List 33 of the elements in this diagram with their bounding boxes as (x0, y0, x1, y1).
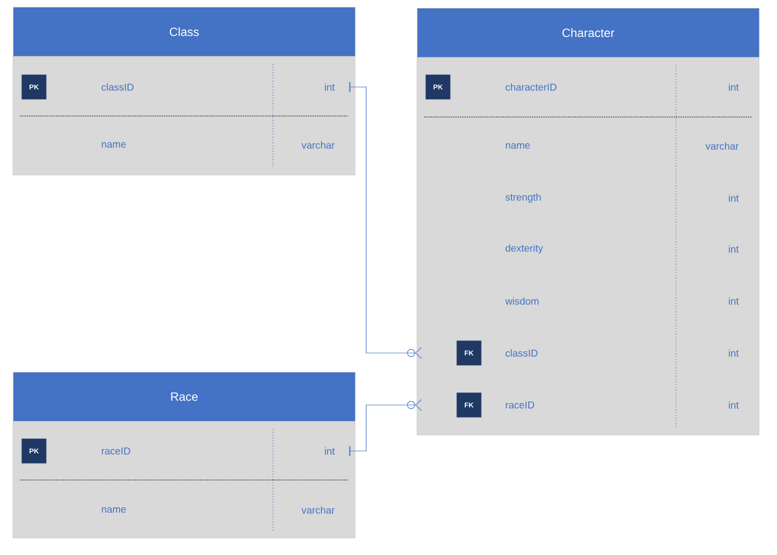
relationship-line (349, 82, 422, 359)
column-name: strength (505, 193, 541, 203)
column-type: int (728, 194, 739, 202)
relationship-line (349, 399, 422, 456)
column-name: raceID (506, 402, 534, 408)
node-label: Race (171, 392, 198, 401)
column-name: name (102, 142, 126, 148)
node-text: name varchar (506, 142, 739, 150)
column-type: varchar (706, 142, 739, 150)
column-name: wisdom (505, 297, 538, 305)
column-type: varchar (302, 506, 335, 514)
node-label: Class (170, 27, 199, 36)
column-name: name (506, 143, 530, 149)
column-name: classID (102, 83, 134, 91)
column-type: int (728, 401, 739, 409)
node-label: Character (562, 28, 614, 38)
column-type: int (324, 447, 335, 455)
column-name: dexterity (506, 244, 543, 254)
node-text: name varchar (102, 141, 335, 149)
column-name: classID (506, 349, 538, 357)
column-name: name (102, 507, 126, 513)
node-text: name varchar (102, 506, 335, 514)
column-type: int (728, 349, 739, 357)
node-text: wisdom int (505, 297, 739, 305)
column-name: characterID (506, 83, 556, 91)
column-type: int (728, 297, 739, 305)
column-type: varchar (302, 141, 335, 149)
node-text: dexterity int (506, 244, 739, 254)
column-name: raceID (102, 448, 130, 454)
node-text: strength int (505, 193, 739, 203)
column-type: int (728, 83, 739, 91)
column-type: int (324, 83, 335, 91)
column-type: int (728, 245, 739, 253)
